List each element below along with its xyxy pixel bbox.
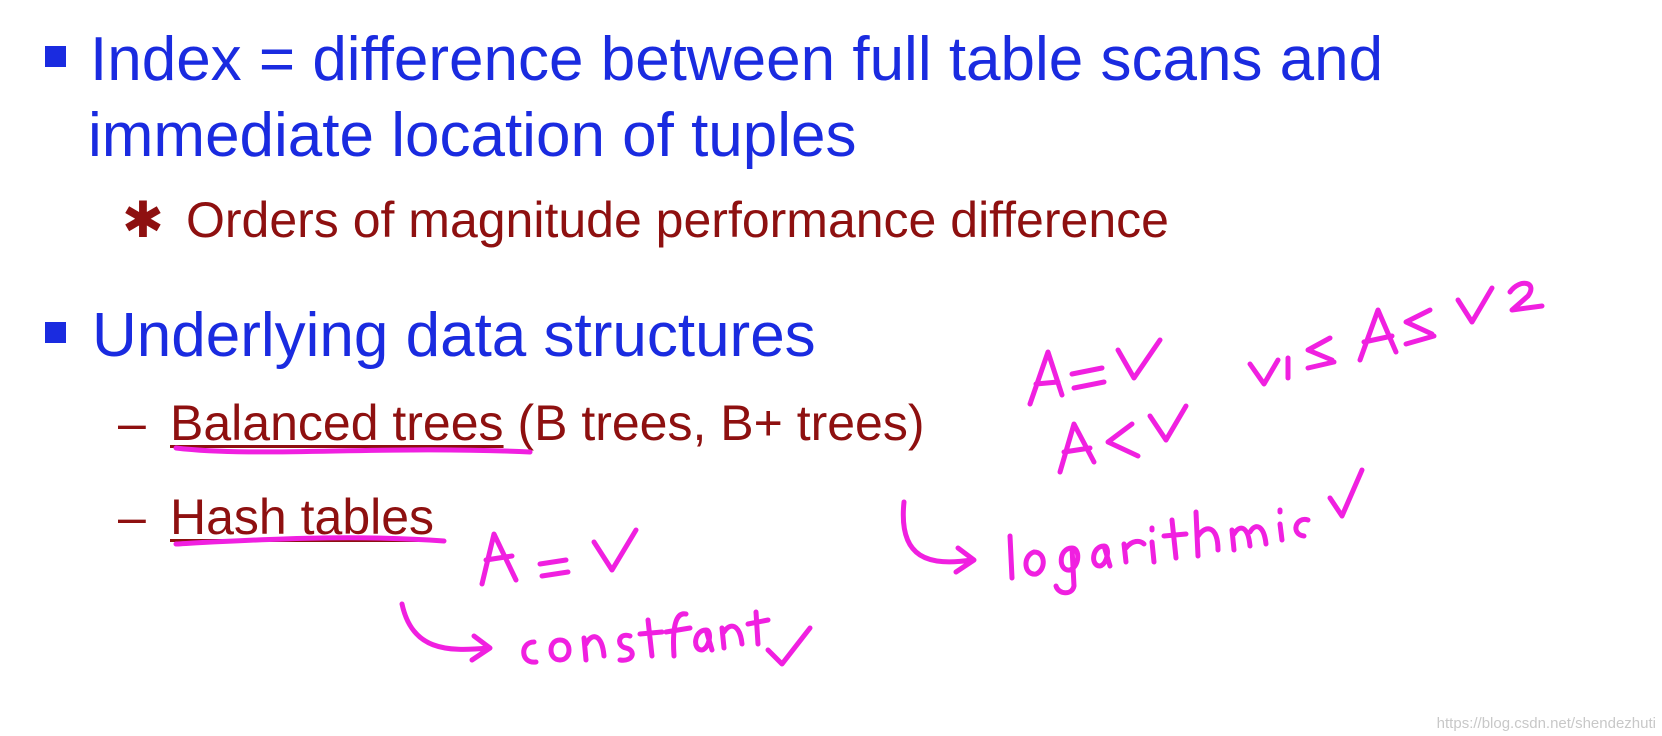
bullet-1-line-2: immediate location of tuples [88,101,857,170]
dash-bullet-1: – [118,395,146,451]
dash-bullet-2: – [118,489,146,545]
ink-note-range [1247,280,1545,387]
ink-note-constant [521,609,813,667]
list-item-balanced-trees: Balanced trees (B trees, B+ trees) [170,393,925,453]
ink-note-a-equals-v-2 [479,527,639,587]
watermark: https://blog.csdn.net/shendezhuti [1436,715,1656,732]
ink-note-a-less-than-v [1057,403,1189,475]
ink-arrow-constant [399,601,493,663]
ink-note-logarithmic [1007,467,1365,596]
ink-arrow-logarithmic [900,499,977,575]
hash-tables-term: Hash tables [170,489,435,545]
list-item-hash-tables: Hash tables [170,487,434,547]
bullet-marker-1 [45,46,66,67]
bullet-1-line-1: Index = difference between full table sc… [90,25,1384,94]
bullet-2-heading: Underlying data structures [92,301,816,370]
asterisk-bullet-icon: ✱ [122,191,164,249]
ink-underline-balanced-trees [173,445,533,455]
balanced-trees-detail: (B trees, B+ trees) [503,395,925,451]
balanced-trees-term: Balanced trees [170,395,504,451]
sub-bullet-orders-of-magnitude: Orders of magnitude performance differen… [186,192,1169,248]
ink-underline-hash-tables [173,535,447,547]
ink-note-a-equals-v-1 [1027,337,1163,407]
bullet-marker-2 [45,322,66,343]
